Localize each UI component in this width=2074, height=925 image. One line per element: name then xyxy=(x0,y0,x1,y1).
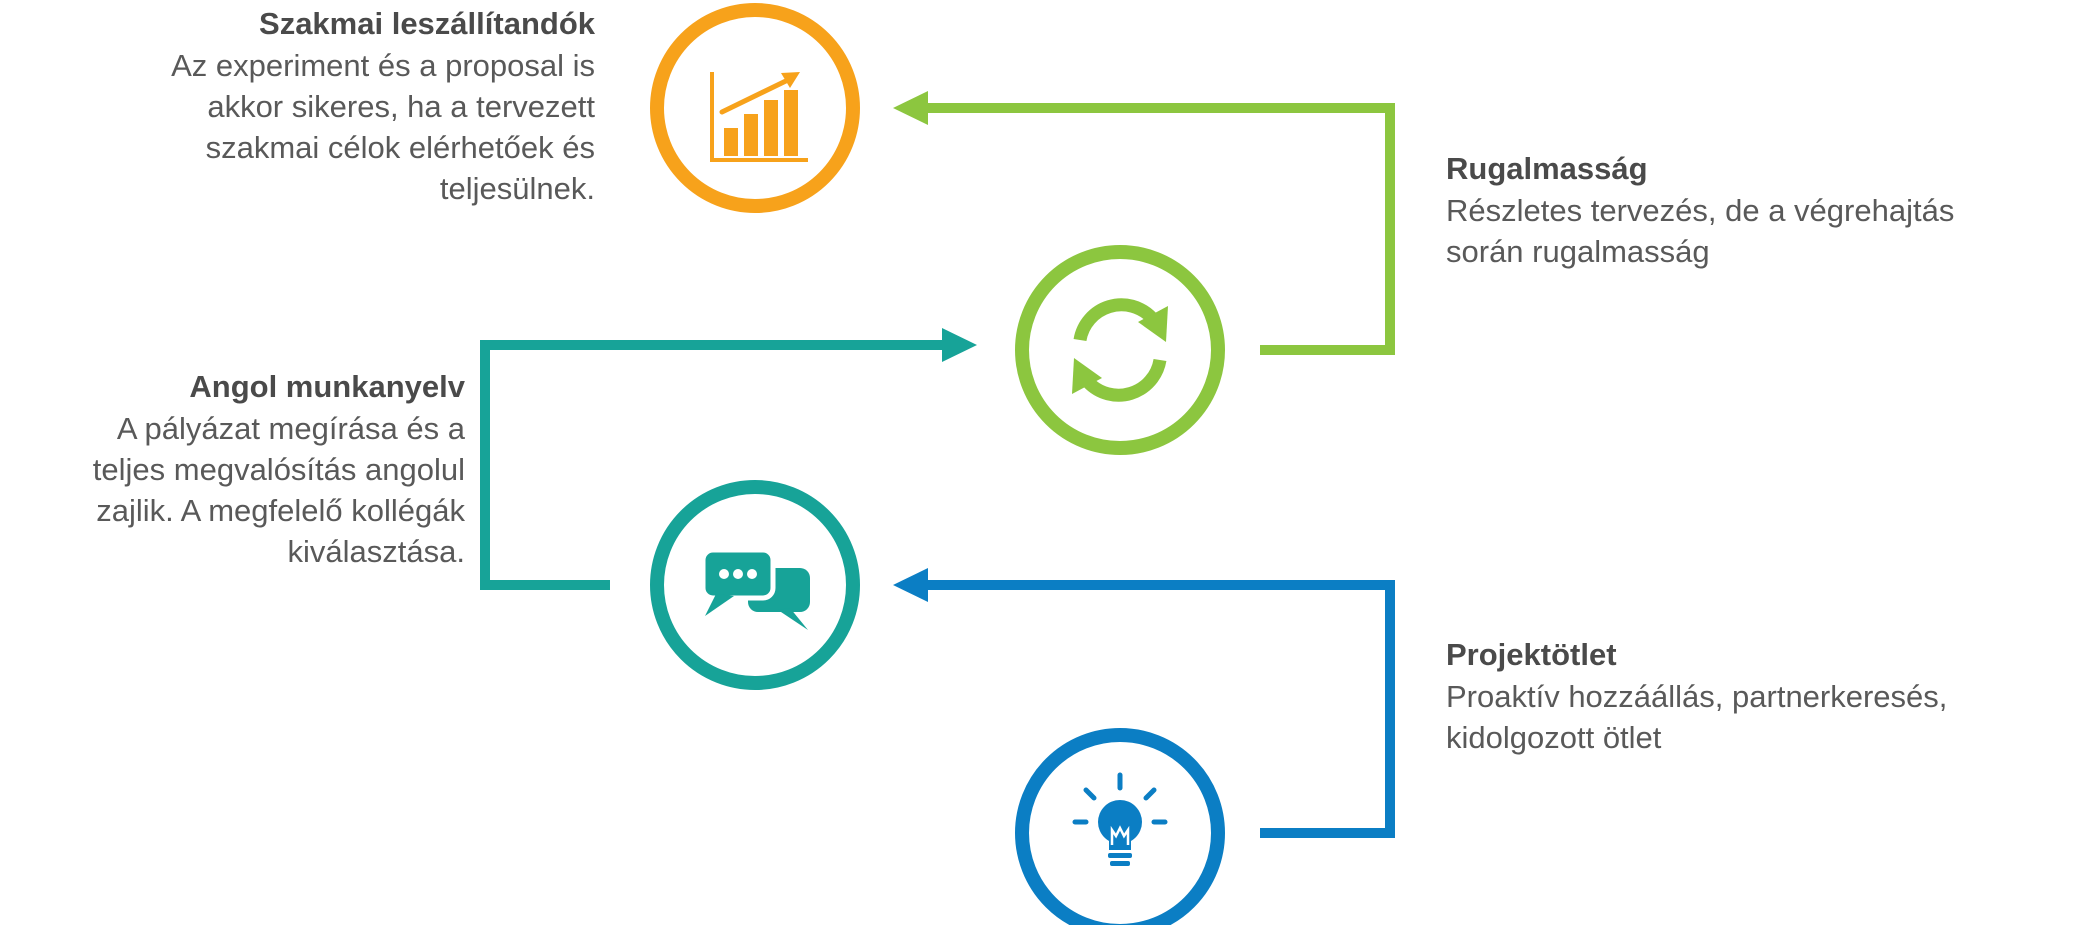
refresh-cycle-icon xyxy=(1072,298,1168,402)
description-line: teljesülnek. xyxy=(439,171,595,206)
arrowhead-teal xyxy=(942,328,977,362)
connector-line-blue xyxy=(920,580,1395,838)
node-teal xyxy=(650,480,860,690)
description-line: teljes megvalósítás angolul xyxy=(92,452,465,487)
node-orange-ring xyxy=(650,3,860,213)
description-line: Proaktív hozzáállás, partnerkeresés, xyxy=(1446,679,1948,714)
node-blue xyxy=(1015,728,1225,925)
chat-bubbles-icon xyxy=(700,547,810,630)
description-line: kiválasztása. xyxy=(287,534,465,569)
description-line: Az experiment és a proposal is xyxy=(171,48,595,83)
bar-chart-growth-icon xyxy=(710,72,808,162)
description-line: zajlik. A megfelelő kollégák xyxy=(96,493,465,528)
connector-teal xyxy=(480,328,977,590)
step-block-szakmai: Szakmai leszállítandók Az experiment és … xyxy=(0,3,595,209)
connector-blue xyxy=(893,568,1395,838)
step-title: Projektötlet xyxy=(1446,637,1617,672)
step-title: Rugalmasság xyxy=(1446,151,1648,186)
step-block-projektotlet: Projektötlet Proaktív hozzáállás, partne… xyxy=(1446,634,2066,758)
arrowhead-green xyxy=(893,91,928,125)
arrowhead-blue xyxy=(893,568,928,602)
node-green-ring xyxy=(1015,245,1225,455)
step-description: A pályázat megírása és a teljes megvalós… xyxy=(0,408,465,572)
description-line: A pályázat megírása és a xyxy=(116,411,465,446)
step-description: Részletes tervezés, de a végrehajtás sor… xyxy=(1446,190,2066,272)
description-line: szakmai célok elérhetőek és xyxy=(205,130,595,165)
description-line: akkor sikeres, ha a tervezett xyxy=(207,89,595,124)
node-green xyxy=(1015,245,1225,455)
step-description: Proaktív hozzáállás, partnerkeresés, kid… xyxy=(1446,676,2066,758)
step-block-angol: Angol munkanyelv A pályázat megírása és … xyxy=(0,366,465,572)
connector-line-teal xyxy=(480,340,948,590)
step-title: Angol munkanyelv xyxy=(189,369,465,404)
description-line: során rugalmasság xyxy=(1446,234,1710,269)
description-line: Részletes tervezés, de a végrehajtás xyxy=(1446,193,1955,228)
step-block-rugalmassag: Rugalmasság Részletes tervezés, de a vég… xyxy=(1446,148,2066,272)
description-line: kidolgozott ötlet xyxy=(1446,720,1662,755)
connector-line-green xyxy=(920,103,1395,355)
connector-green xyxy=(893,91,1395,355)
step-title: Szakmai leszállítandók xyxy=(259,6,595,41)
node-orange xyxy=(650,3,860,213)
step-description: Az experiment és a proposal is akkor sik… xyxy=(0,45,595,209)
lightbulb-icon xyxy=(1072,772,1168,866)
